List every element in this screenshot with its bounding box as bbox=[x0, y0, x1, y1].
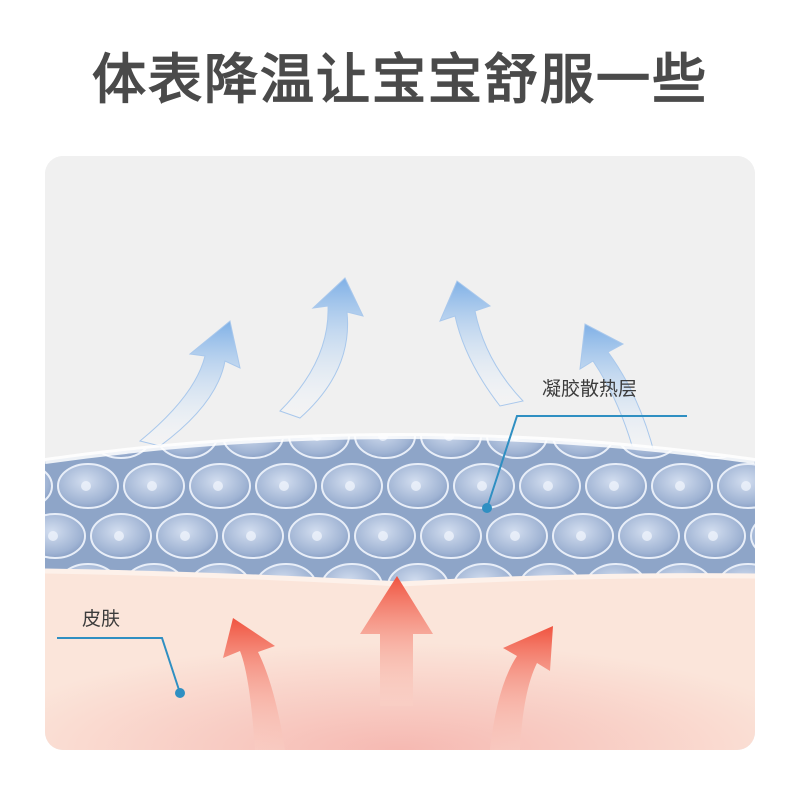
gel-bubble bbox=[609, 481, 619, 491]
gel-bubble bbox=[675, 481, 685, 491]
gel-bubble bbox=[642, 531, 652, 541]
callout-dot-icon bbox=[482, 503, 492, 513]
gel-bubble bbox=[180, 531, 190, 541]
gel-bubble bbox=[246, 531, 256, 541]
skin-label: 皮肤 bbox=[82, 604, 120, 631]
gel-bubble bbox=[543, 481, 553, 491]
gel-bubble bbox=[345, 481, 355, 491]
diagram-illustration bbox=[45, 156, 755, 750]
callout-dot-icon bbox=[175, 688, 185, 698]
gel-bubble bbox=[81, 481, 91, 491]
gel-bubble bbox=[147, 481, 157, 491]
diagram-panel: 凝胶散热层 皮肤 bbox=[45, 156, 755, 750]
gel-bubble bbox=[213, 481, 223, 491]
gel-layer-label: 凝胶散热层 bbox=[542, 374, 637, 401]
gel-bubble bbox=[510, 531, 520, 541]
gel-bubble bbox=[741, 481, 751, 491]
gel-bubble bbox=[411, 481, 421, 491]
gel-bubble bbox=[477, 481, 487, 491]
gel-bubble bbox=[279, 481, 289, 491]
gel-bubble bbox=[48, 531, 58, 541]
gel-bubble bbox=[378, 531, 388, 541]
gel-bubble bbox=[114, 531, 124, 541]
gel-bubble bbox=[708, 531, 718, 541]
gel-bubble bbox=[312, 531, 322, 541]
gel-bubble bbox=[444, 531, 454, 541]
gel-bubble bbox=[576, 531, 586, 541]
page-title: 体表降温让宝宝舒服一些 bbox=[0, 40, 800, 120]
